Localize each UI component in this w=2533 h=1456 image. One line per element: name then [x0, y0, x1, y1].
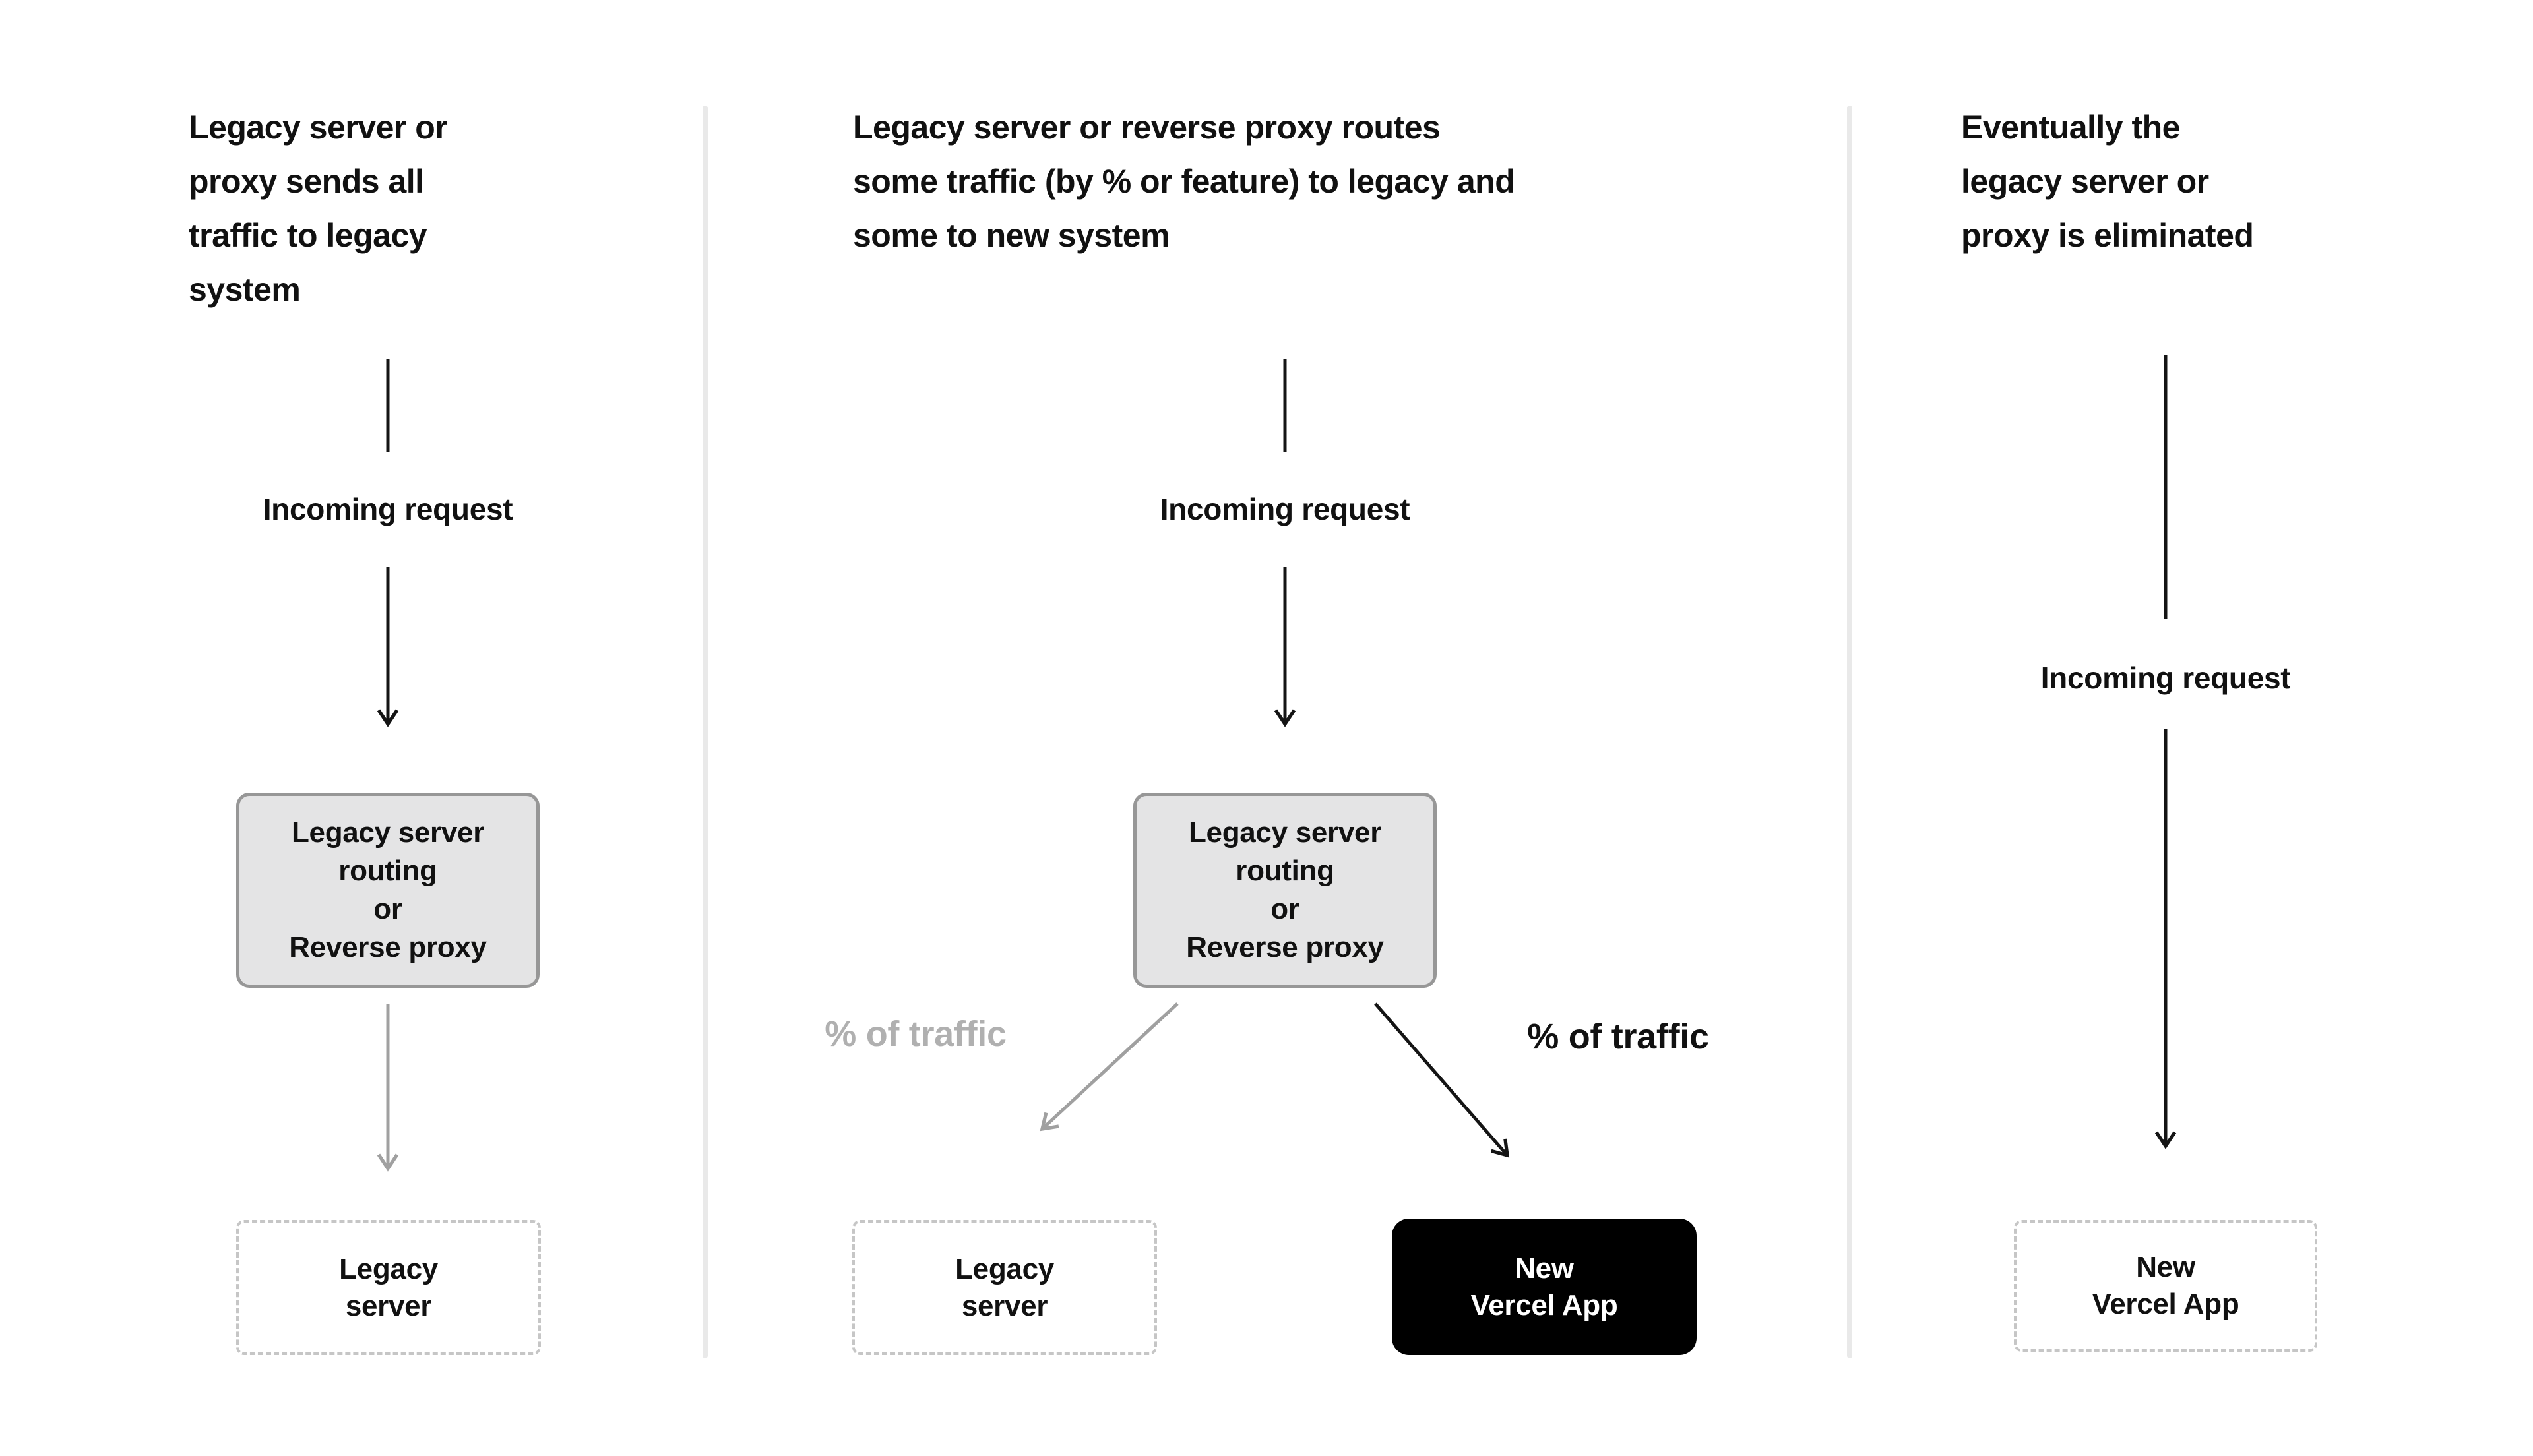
- stage2-branch-left-arrow-icon: [1040, 1002, 1179, 1132]
- stage3-incoming-request-label: Incoming request: [2040, 661, 2291, 695]
- router-box-line: Reverse proxy: [1186, 931, 1384, 963]
- target-box-line: server: [345, 1289, 432, 1322]
- stage1-heading: Legacy server or proxy sends all traffic…: [189, 100, 448, 317]
- target-box-line: server: [961, 1289, 1048, 1322]
- stage2-heading: Legacy server or reverse proxy routes so…: [853, 100, 1515, 262]
- router-box-line: Legacy server: [1188, 816, 1382, 849]
- stage2-router-box: Legacy server routing or Reverse proxy: [1133, 793, 1437, 988]
- stage3-heading-line: proxy is eliminated: [1961, 217, 2254, 254]
- stage2-heading-line: some traffic (by % or feature) to legacy…: [853, 163, 1515, 200]
- router-box-line: or: [1270, 893, 1299, 925]
- router-box-line: Legacy server: [291, 816, 485, 849]
- router-box-line: routing: [1235, 855, 1334, 887]
- stage2-heading-line: Legacy server or reverse proxy routes: [853, 109, 1441, 146]
- stage1-legacy-server-box: Legacy server: [236, 1220, 541, 1355]
- router-box-line: or: [373, 893, 402, 925]
- stage2-heading-line: some to new system: [853, 217, 1170, 254]
- stage1-heading-line: proxy sends all: [189, 163, 424, 200]
- target-box-line: Vercel App: [2092, 1288, 2239, 1320]
- stage1-heading-line: Legacy server or: [189, 109, 448, 146]
- column-divider-2: [1847, 106, 1852, 1358]
- target-box-line: Vercel App: [1470, 1289, 1618, 1321]
- target-box-line: Legacy: [955, 1252, 1054, 1285]
- stage1-heading-line: traffic to legacy: [189, 217, 427, 254]
- target-box-line: New: [2136, 1251, 2195, 1283]
- stage2-percent-traffic-left-label: % of traffic: [825, 1014, 1007, 1054]
- stage1-heading-line: system: [189, 271, 301, 308]
- column-divider-1: [703, 106, 708, 1358]
- stage2-percent-traffic-right-label: % of traffic: [1527, 1017, 1709, 1056]
- stage1-incoming-request-label: Incoming request: [263, 492, 513, 526]
- router-box-line: routing: [338, 855, 437, 887]
- stage3-heading: Eventually the legacy server or proxy is…: [1961, 100, 2254, 262]
- stage3-heading-line: legacy server or: [1961, 163, 2209, 200]
- router-box-line: Reverse proxy: [289, 931, 487, 963]
- stage2-new-vercel-app-box: New Vercel App: [1392, 1219, 1697, 1355]
- target-box-line: New: [1515, 1252, 1574, 1285]
- stage2-branch-right-arrow-icon: [1374, 1002, 1510, 1158]
- stage2-incoming-request-label: Incoming request: [1160, 492, 1410, 526]
- stage3-new-vercel-app-box: New Vercel App: [2014, 1220, 2317, 1352]
- stage2-legacy-server-box: Legacy server: [852, 1220, 1157, 1355]
- stage3-heading-line: Eventually the: [1961, 109, 2181, 146]
- stage1-router-box: Legacy server routing or Reverse proxy: [236, 793, 540, 988]
- target-box-line: Legacy: [339, 1252, 438, 1285]
